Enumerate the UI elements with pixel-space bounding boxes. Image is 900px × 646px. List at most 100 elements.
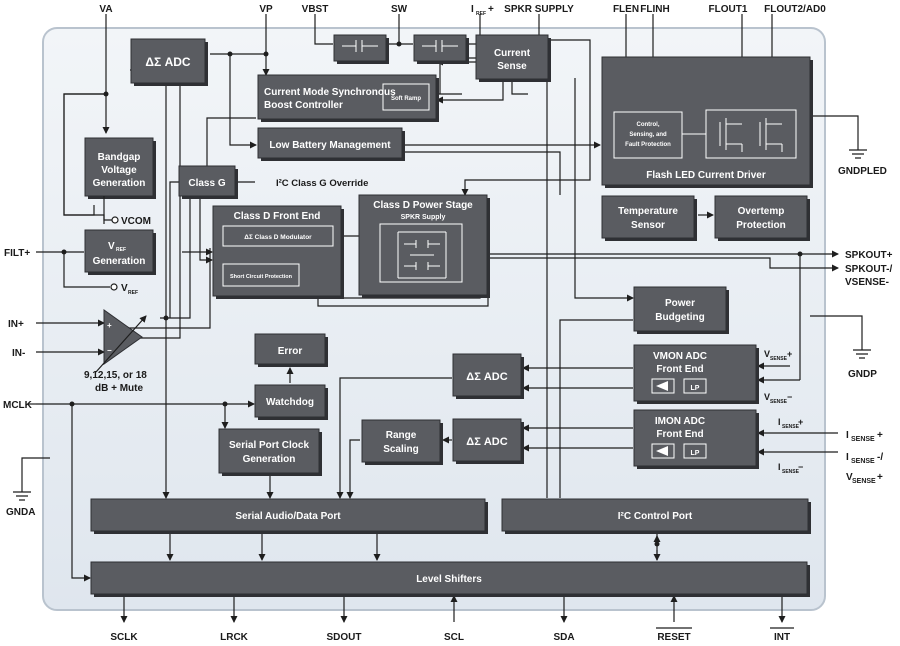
adc-low-block bbox=[452, 418, 522, 462]
short-circuit-block bbox=[222, 263, 300, 287]
soft-ramp-label: Soft Ramp bbox=[391, 96, 421, 102]
amp-gain-label-2: dB + Mute bbox=[95, 383, 143, 394]
pin-spkoutm-2: VSENSE- bbox=[845, 277, 889, 288]
amp-plus-sign: + bbox=[107, 321, 112, 330]
vmon-buffer-symbol bbox=[656, 381, 668, 391]
pin-vp: VP bbox=[259, 4, 273, 15]
isense-plus-label: I bbox=[778, 417, 781, 427]
isense-minus-sub: SENSE bbox=[782, 469, 800, 475]
pin-spkoutm-1: SPKOUT-/ bbox=[845, 264, 892, 275]
pin-flen: FLEN bbox=[613, 4, 639, 15]
pin-sda: SDA bbox=[553, 632, 574, 643]
watchdog-block bbox=[254, 384, 326, 418]
pin-isense-p-sub: SENSE bbox=[851, 436, 875, 443]
class-g-block bbox=[178, 165, 236, 197]
range-scaling-label-1: Range bbox=[386, 430, 417, 441]
amp-gain-label-1: 9,12,15, or 18 bbox=[84, 370, 147, 381]
pin-scl: SCL bbox=[444, 632, 464, 643]
vmon-label-1: VMON ADC bbox=[653, 351, 707, 362]
power-stage-symbol bbox=[397, 231, 447, 279]
pin-sclk: SCLK bbox=[110, 632, 138, 643]
pin-sdout: SDOUT bbox=[327, 632, 362, 643]
class-d-fe-label: Class D Front End bbox=[234, 211, 321, 222]
pin-flinh: FLINH bbox=[640, 4, 669, 15]
isense-plus-sub: SENSE bbox=[782, 424, 800, 430]
flash-control-label-3: Fault Protection bbox=[625, 142, 671, 148]
boost-controller-block bbox=[257, 74, 437, 120]
pin-mclk: MCLK bbox=[3, 400, 33, 411]
pin-reset: RESET bbox=[657, 632, 690, 643]
pin-inm: IN- bbox=[12, 348, 25, 359]
pin-int: INT bbox=[774, 632, 790, 643]
isense-plus-sign: + bbox=[798, 417, 803, 427]
flash-driver-block bbox=[601, 56, 811, 186]
amp-minus-sign: − bbox=[107, 346, 112, 355]
power-stage-bridge bbox=[379, 223, 463, 283]
class-d-fe-block bbox=[212, 205, 342, 297]
pin-filt: FILT+ bbox=[4, 248, 30, 259]
imon-buffer-icon bbox=[651, 443, 675, 459]
pin-spkr-supply: SPKR SUPPLY bbox=[504, 4, 574, 15]
boost-label-2: Boost Controller bbox=[264, 100, 343, 111]
bottom-pin-labels: SCLK LRCK SDOUT SCL SDA RESET INT bbox=[110, 627, 794, 643]
imon-block bbox=[633, 409, 757, 467]
pin-isense-m: I bbox=[846, 452, 849, 463]
vref-pin-sub: REF bbox=[128, 290, 138, 296]
flash-control-block bbox=[613, 111, 683, 159]
sp-clock-label-2: Generation bbox=[243, 454, 296, 465]
right-pin-labels: GNDPLED SPKOUT+ SPKOUT-/ VSENSE- GNDP I … bbox=[838, 166, 893, 485]
class-d-ps-label: Class D Power Stage bbox=[373, 200, 473, 211]
i2c-port-block bbox=[501, 498, 809, 532]
power-budgeting-label-1: Power bbox=[665, 298, 695, 309]
flash-driver-label: Flash LED Current Driver bbox=[646, 170, 766, 181]
short-circuit-label: Short Circuit Protection bbox=[230, 274, 293, 280]
pin-vsense-p-sub: SENSE bbox=[852, 478, 876, 485]
serial-port-label: Serial Audio/Data Port bbox=[235, 511, 341, 522]
vref-gen-block bbox=[84, 229, 154, 273]
pin-isense-m-suffix: -/ bbox=[877, 452, 883, 463]
overtemp-label-1: Overtemp bbox=[738, 206, 785, 217]
vmon-lpf-label: LP bbox=[691, 385, 700, 392]
adc-top-label: ΔΣ ADC bbox=[145, 55, 190, 69]
vmon-block bbox=[633, 344, 757, 402]
pin-iref-sub: REF bbox=[476, 11, 486, 17]
bandgap-label-3: Generation bbox=[93, 178, 146, 189]
level-shifters-block bbox=[90, 561, 808, 595]
wires bbox=[13, 14, 871, 623]
pin-iref: I bbox=[471, 4, 474, 15]
class-g-override-label: I²C Class G Override bbox=[276, 178, 368, 189]
watchdog-label: Watchdog bbox=[266, 397, 314, 408]
pin-vsense-p: V bbox=[846, 472, 853, 483]
flash-control-label-2: Sensing, and bbox=[629, 132, 667, 138]
range-scaling-label-2: Scaling bbox=[383, 444, 419, 455]
error-block bbox=[254, 333, 326, 365]
pin-flout2: FLOUT2/AD0 bbox=[764, 4, 826, 15]
vmon-buffer-icon bbox=[651, 378, 675, 394]
boost-label-1: Current Mode Synchronous bbox=[264, 87, 396, 98]
flash-switch-symbol bbox=[682, 118, 783, 152]
pin-sw: SW bbox=[391, 4, 408, 15]
class-d-mod-label: ΔΣ Class D Modulator bbox=[244, 234, 312, 241]
class-d-mod-block bbox=[222, 225, 334, 247]
soft-ramp-block bbox=[382, 83, 430, 111]
current-sense-block bbox=[475, 34, 549, 80]
imon-lpf-label: LP bbox=[691, 450, 700, 457]
pin-isense-p: I bbox=[846, 430, 849, 441]
vsense-minus-sub: SENSE bbox=[770, 399, 788, 405]
vref-gen-v: V bbox=[108, 241, 115, 252]
temp-label-1: Temperature bbox=[618, 206, 678, 217]
vsense-plus-sign: + bbox=[787, 349, 792, 359]
pin-gndpled: GNDPLED bbox=[838, 166, 887, 177]
switch-1-symbol bbox=[342, 40, 378, 52]
imon-buffer-symbol bbox=[656, 446, 668, 456]
adc-mid-label: ΔΣ ADC bbox=[466, 371, 507, 383]
left-pin-labels: FILT+ IN+ IN- MCLK GNDA bbox=[3, 248, 35, 518]
vmon-lpf-icon bbox=[683, 378, 707, 394]
overtemp-label-2: Protection bbox=[736, 220, 785, 231]
amp-gain-arrow bbox=[95, 315, 147, 373]
sense-internal-labels: V SENSE + V SENSE − I SENSE + I SENSE − bbox=[764, 349, 803, 475]
vsense-plus-label: V bbox=[764, 349, 770, 359]
bandgap-label-2: Voltage bbox=[101, 165, 137, 176]
pin-inp: IN+ bbox=[8, 319, 24, 330]
